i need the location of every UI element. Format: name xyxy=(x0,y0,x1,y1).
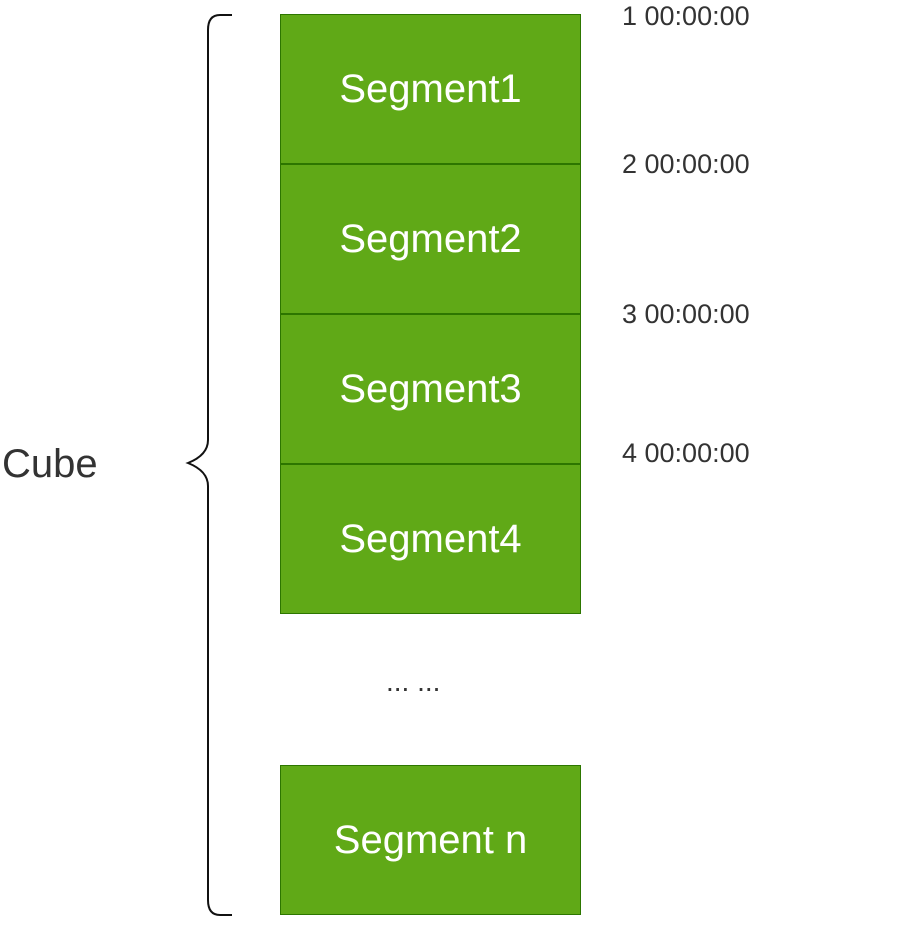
timestamp-2: 2 00:00:00 xyxy=(622,149,750,179)
segment-n[interactable]: Segment n xyxy=(280,765,581,915)
segment-4[interactable]: Segment4 xyxy=(280,464,581,614)
segment-label: Segment4 xyxy=(339,516,522,561)
timestamp-3: 3 00:00:00 xyxy=(622,299,750,329)
cube-label: Cube xyxy=(2,442,98,486)
timestamp-1: 1 00:00:00 xyxy=(622,1,750,31)
timestamp-4: 4 00:00:00 xyxy=(622,438,750,468)
cube-brace xyxy=(185,14,232,916)
segment-2[interactable]: Segment2 xyxy=(280,164,581,314)
segment-label: Segment2 xyxy=(339,216,522,261)
ellipsis: ... ... xyxy=(386,666,441,697)
segment-3[interactable]: Segment3 xyxy=(280,314,581,464)
segment-label: Segment3 xyxy=(339,366,522,411)
segment-1[interactable]: Segment1 xyxy=(280,14,581,164)
segment-label: Segment n xyxy=(333,817,528,862)
segment-label: Segment1 xyxy=(339,66,522,111)
